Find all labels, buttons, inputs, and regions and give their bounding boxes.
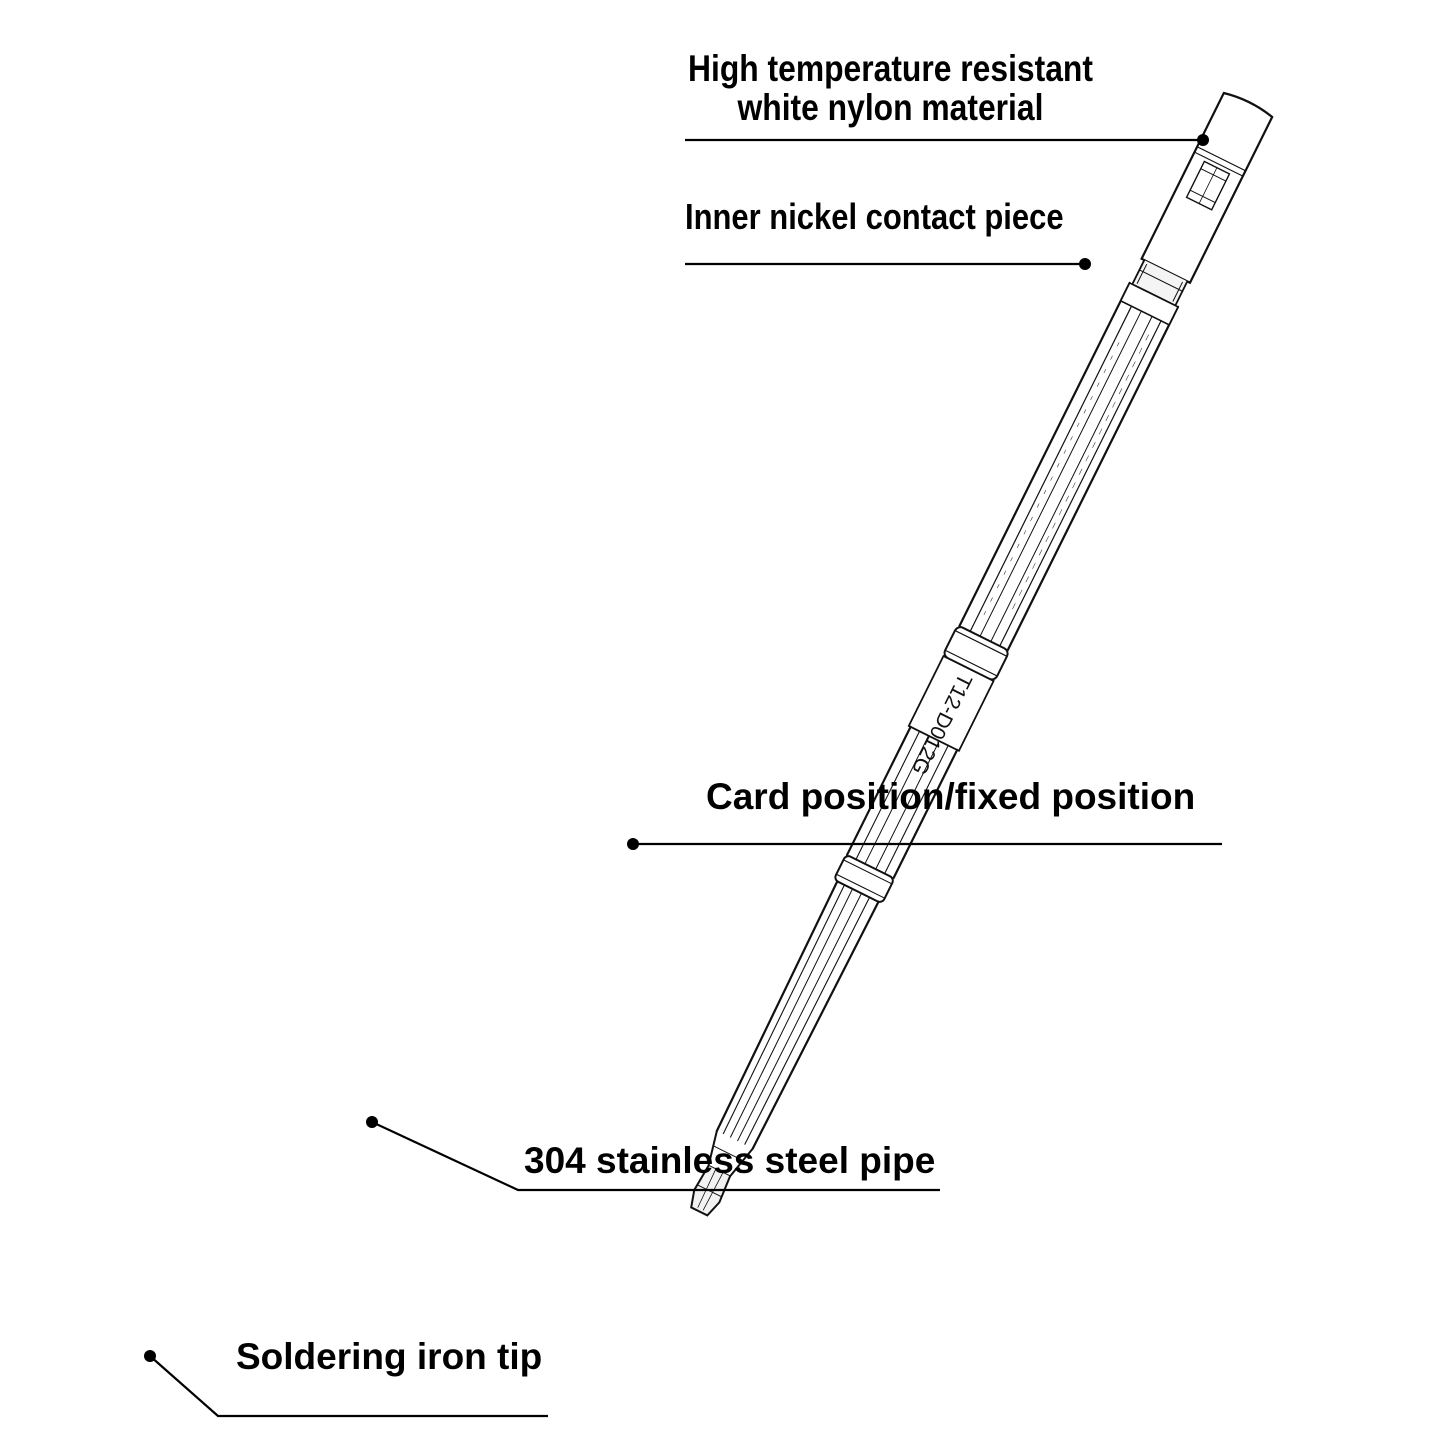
soldering-tip-illustration: T12-D012G <box>690 91 1274 1217</box>
dot-nickel <box>1079 258 1091 270</box>
leader-pipe <box>371 1121 940 1192</box>
callout-nylon-line-2: white nylon material <box>737 86 1044 128</box>
callout-leaders <box>149 138 1222 1418</box>
dot-nylon <box>1197 134 1209 146</box>
callout-tip-label: Soldering iron tip <box>236 1336 543 1377</box>
callout-pipe-label: 304 stainless steel pipe <box>524 1140 936 1181</box>
callout-dots <box>144 134 1209 1362</box>
upper-shaft <box>958 281 1180 652</box>
leader-tip <box>149 1355 548 1418</box>
callout-nylon-label: High temperature resistant white nylon m… <box>688 48 1093 128</box>
nylon-cap <box>1140 91 1274 285</box>
middle-shaft <box>845 725 959 880</box>
callout-nickel-label: Inner nickel contact piece <box>685 196 1064 237</box>
label-sleeve: T12-D012G <box>907 654 995 778</box>
dot-pipe <box>366 1116 378 1128</box>
step-ring <box>834 855 894 903</box>
dot-tip <box>144 1350 156 1362</box>
callout-card-label: Card position/fixed position <box>706 776 1196 817</box>
callout-nylon-line-1: High temperature resistant <box>688 48 1093 89</box>
dot-card <box>627 838 639 850</box>
lower-shaft <box>715 880 880 1150</box>
